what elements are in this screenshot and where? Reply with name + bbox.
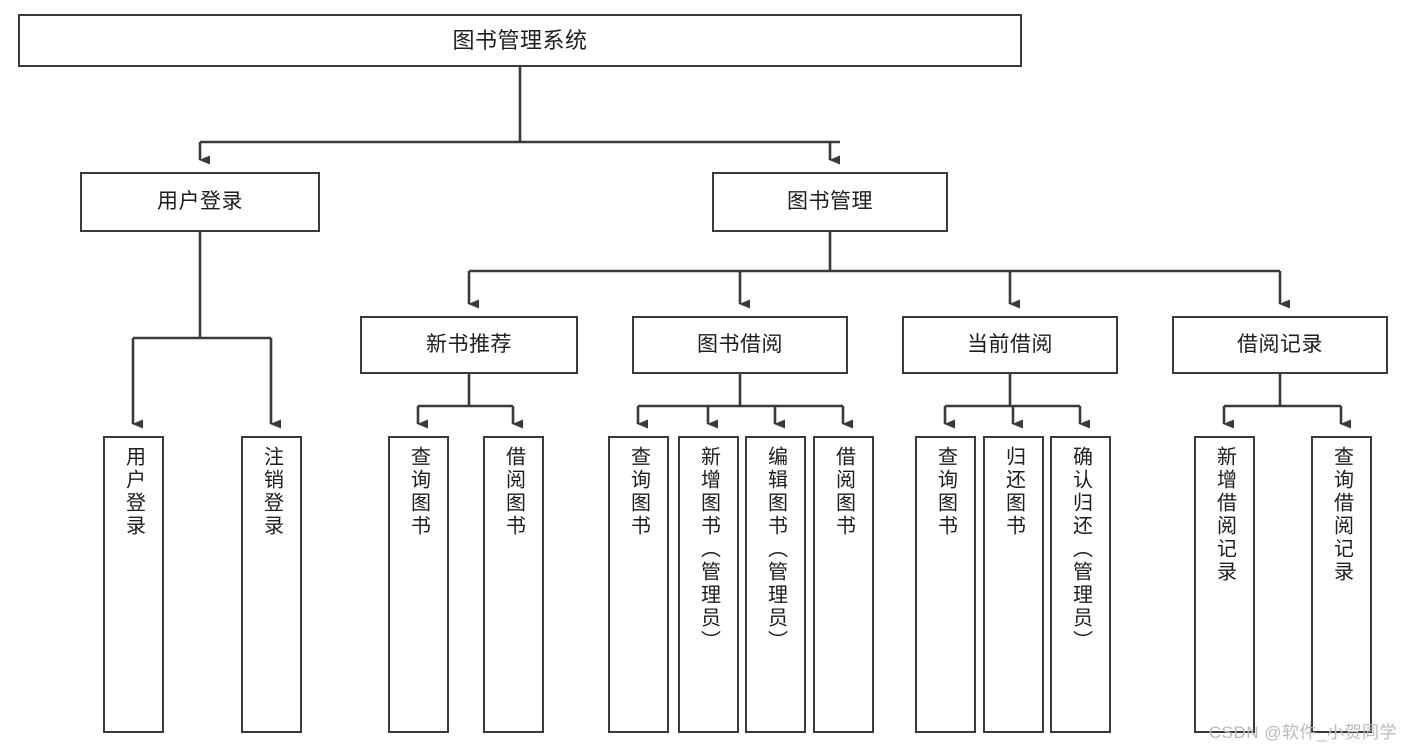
node-leaf-borrow-book-rec-label: 借阅图书 <box>502 446 525 538</box>
node-borrow-record[interactable]: 借阅记录 <box>1172 316 1388 374</box>
node-leaf-user-logout[interactable]: 注销登录 <box>241 436 302 733</box>
node-leaf-add-book-label: 新增图书（管理员） <box>697 446 720 653</box>
node-leaf-add-record-label: 新增借阅记录 <box>1213 446 1236 584</box>
node-current-borrow-label: 当前借阅 <box>967 332 1053 356</box>
node-leaf-edit-book-label: 编辑图书（管理员） <box>764 446 787 653</box>
node-leaf-confirm-return-label: 确认归还（管理员） <box>1069 446 1092 653</box>
node-leaf-query-record-label: 查询借阅记录 <box>1330 446 1353 584</box>
node-book-manage-label: 图书管理 <box>787 189 873 213</box>
node-user-login[interactable]: 用户登录 <box>80 172 320 232</box>
node-book-manage[interactable]: 图书管理 <box>712 172 948 232</box>
node-leaf-borrow-book[interactable]: 借阅图书 <box>813 436 874 733</box>
node-leaf-confirm-return[interactable]: 确认归还（管理员） <box>1050 436 1111 733</box>
node-leaf-query-book-cur-label: 查询图书 <box>934 446 957 538</box>
node-leaf-add-record[interactable]: 新增借阅记录 <box>1194 436 1255 733</box>
node-leaf-edit-book[interactable]: 编辑图书（管理员） <box>745 436 806 733</box>
node-book-borrow[interactable]: 图书借阅 <box>632 316 848 374</box>
node-root-label: 图书管理系统 <box>452 27 588 53</box>
node-current-borrow[interactable]: 当前借阅 <box>902 316 1118 374</box>
node-leaf-user-login-label: 用户登录 <box>122 446 145 538</box>
node-new-book-rec-label: 新书推荐 <box>426 332 512 356</box>
node-borrow-record-label: 借阅记录 <box>1237 332 1323 356</box>
node-leaf-query-book-rec[interactable]: 查询图书 <box>388 436 449 733</box>
node-leaf-query-book[interactable]: 查询图书 <box>608 436 669 733</box>
node-leaf-query-book-label: 查询图书 <box>627 446 650 538</box>
node-leaf-user-login[interactable]: 用户登录 <box>103 436 164 733</box>
node-leaf-query-record[interactable]: 查询借阅记录 <box>1311 436 1372 733</box>
node-leaf-query-book-rec-label: 查询图书 <box>407 446 430 538</box>
node-new-book-rec[interactable]: 新书推荐 <box>360 316 578 374</box>
node-leaf-add-book[interactable]: 新增图书（管理员） <box>678 436 739 733</box>
node-book-borrow-label: 图书借阅 <box>697 332 783 356</box>
node-root[interactable]: 图书管理系统 <box>18 14 1022 67</box>
node-leaf-borrow-book-rec[interactable]: 借阅图书 <box>483 436 544 733</box>
node-user-login-label: 用户登录 <box>157 189 243 213</box>
node-leaf-return-book-label: 归还图书 <box>1002 446 1025 538</box>
node-leaf-borrow-book-label: 借阅图书 <box>832 446 855 538</box>
watermark: CSDN @软件_小贺同学 <box>1208 723 1397 742</box>
node-leaf-query-book-cur[interactable]: 查询图书 <box>915 436 976 733</box>
node-leaf-return-book[interactable]: 归还图书 <box>983 436 1044 733</box>
node-leaf-user-logout-label: 注销登录 <box>260 446 283 538</box>
